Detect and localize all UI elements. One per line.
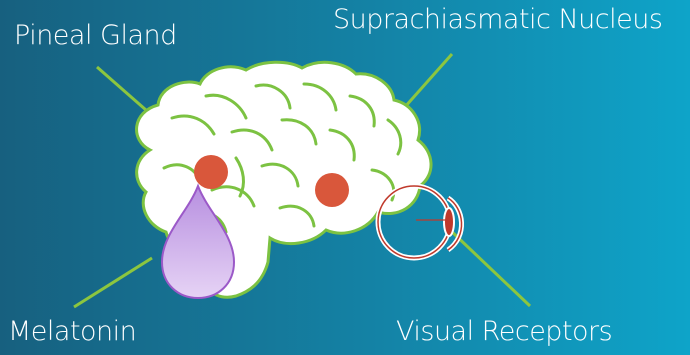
melatonin-leader-line bbox=[74, 258, 152, 307]
melatonin-label: Melatonin bbox=[8, 318, 136, 345]
eye-icon bbox=[378, 186, 462, 258]
visual-receptors-leader-line bbox=[450, 230, 530, 306]
visual-receptors-label: Visual Receptors bbox=[396, 318, 612, 345]
scn-node bbox=[315, 173, 349, 207]
suprachiasmatic-nucleus-label: Suprachiasmatic Nucleus bbox=[333, 6, 662, 33]
pineal-gland-label: Pineal Gland bbox=[14, 22, 177, 49]
pineal-gland-node bbox=[194, 155, 228, 189]
